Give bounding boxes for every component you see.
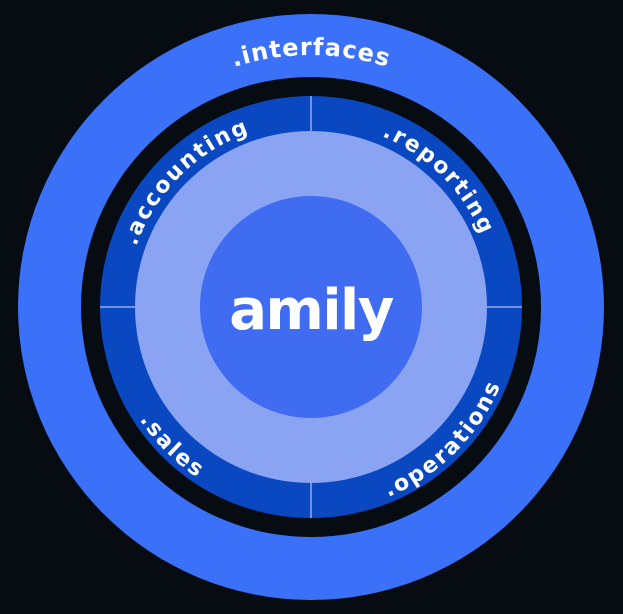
brand-logo: amily: [229, 278, 394, 343]
core-circle: [200, 196, 422, 418]
